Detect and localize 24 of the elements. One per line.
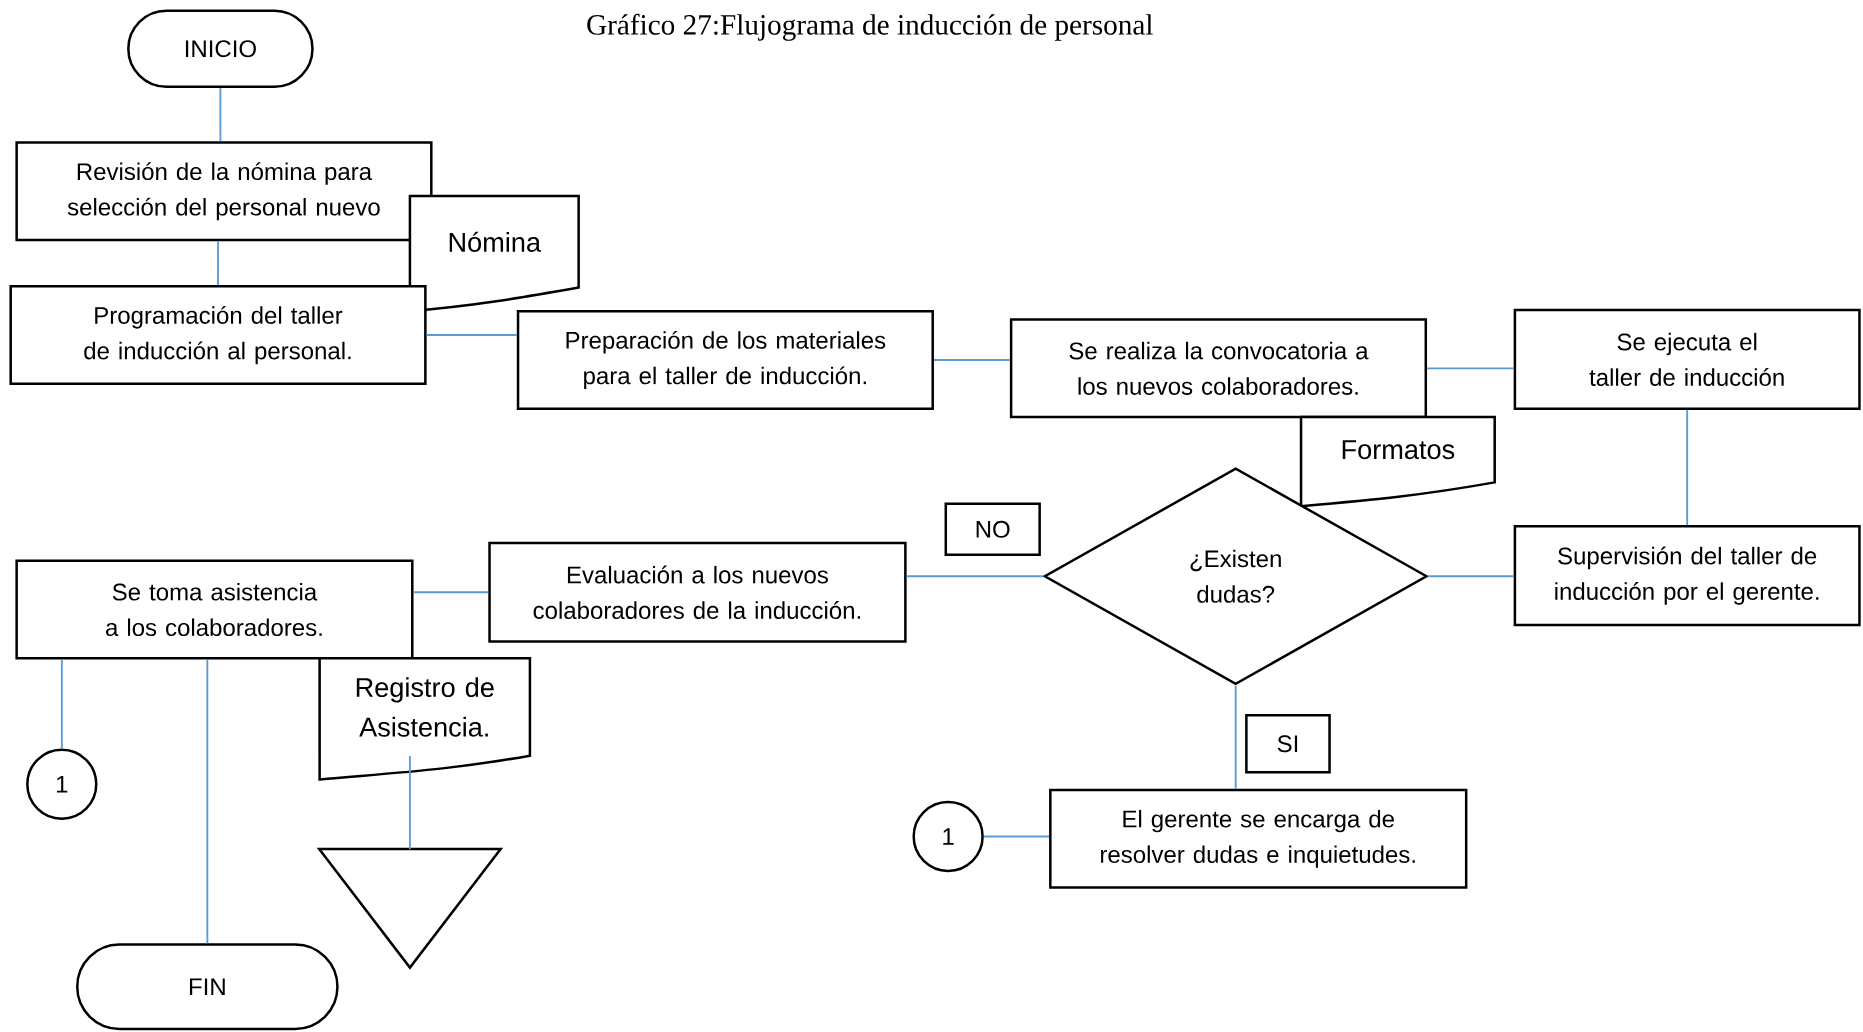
process-box: Se toma asistencia a los colaboradores. [15, 559, 414, 660]
connector-line [1426, 367, 1515, 370]
connector-line [425, 333, 518, 336]
process-box: Programación del taller de inducción al personal. [9, 284, 427, 385]
connector-line [982, 835, 1050, 838]
connector-line [1686, 408, 1689, 526]
connector-line [206, 658, 209, 945]
label-box: SI [1245, 713, 1331, 774]
process-box: Supervisión del taller de inducción por el gerente. [1513, 524, 1861, 626]
connector-line [412, 591, 490, 593]
connector-line [60, 658, 63, 750]
connector-line [217, 240, 219, 286]
connector-line [933, 358, 1011, 361]
connector-line [1234, 684, 1237, 790]
connector-line [1427, 575, 1515, 577]
label-box: NO [944, 502, 1041, 556]
process-box: Se ejecuta el taller de inducción [1513, 308, 1861, 410]
process-box: Revisión de la nómina para selección del personal nuevo [15, 141, 433, 242]
connector-line [409, 754, 411, 850]
connector-line [905, 575, 1045, 577]
process-box: Evaluación a los nuevos colaboradores de la inducción. [488, 541, 907, 643]
title: Gráfico 27:Flujograma de inducción de personal [587, 13, 1153, 41]
connector-line [219, 86, 222, 143]
process-box: El gerente se encarga de resolver dudas e inquietudes. [1049, 788, 1468, 889]
